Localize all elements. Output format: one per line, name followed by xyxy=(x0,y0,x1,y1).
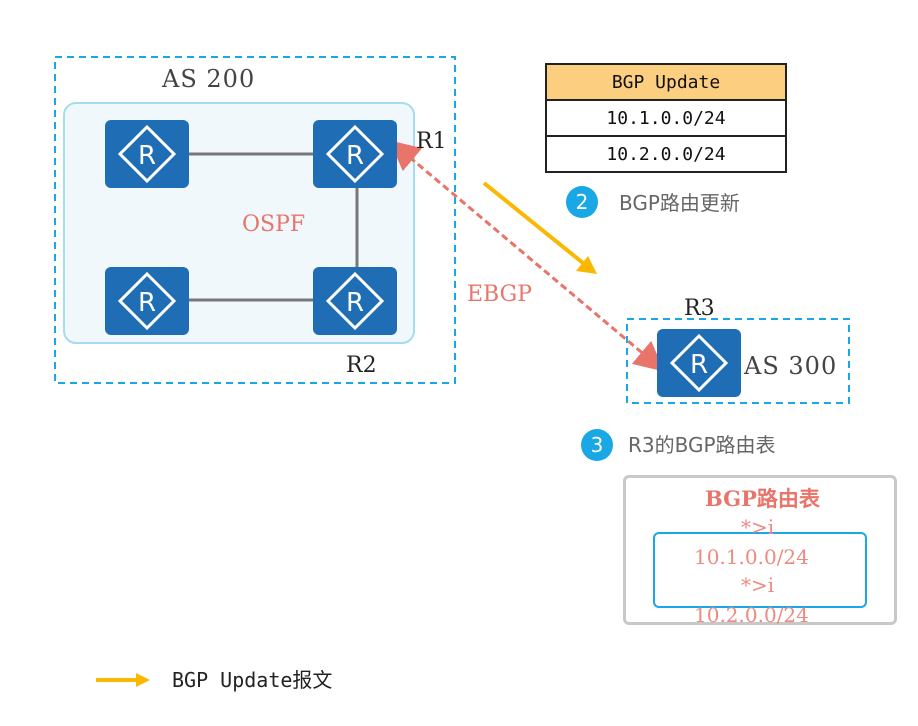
legend-label: BGP Update报文 xyxy=(172,668,333,692)
svg-text:R: R xyxy=(346,288,364,318)
update-table-row: 10.2.0.0/24 xyxy=(545,135,787,173)
svg-text:R: R xyxy=(346,141,364,171)
route-flag: *>i xyxy=(741,573,775,597)
router-icon: R xyxy=(325,124,385,184)
as200-area xyxy=(54,56,456,384)
svg-text:R: R xyxy=(690,350,708,380)
r3-label: R3 xyxy=(684,296,715,321)
legend-arrowhead xyxy=(136,673,150,687)
router-r2: R xyxy=(313,267,397,335)
router-icon: R xyxy=(117,271,177,331)
step-2-badge: 2 xyxy=(566,186,598,218)
as200-label: AS 200 xyxy=(162,65,256,93)
router-r1: R xyxy=(313,120,397,188)
svg-text:R: R xyxy=(138,288,156,318)
router-top-left: R xyxy=(105,120,189,188)
r2-label: R2 xyxy=(346,353,377,378)
router-r3: R xyxy=(657,329,741,397)
update-table-header: BGP Update xyxy=(545,63,787,101)
router-icon: R xyxy=(669,333,729,393)
route-prefix: 10.2.0.0/24 xyxy=(694,603,809,627)
r3-bgp-routing-table xyxy=(623,475,897,625)
step-3-text: R3的BGP路由表 xyxy=(628,433,776,457)
r1-label: R1 xyxy=(416,129,447,154)
route-flag: *>i xyxy=(741,515,775,539)
bgp-update-table: BGP Update 10.1.0.0/24 10.2.0.0/24 xyxy=(545,63,787,173)
update-table-row: 10.1.0.0/24 xyxy=(545,99,787,137)
ebgp-link xyxy=(389,140,665,372)
route-prefix: 10.1.0.0/24 xyxy=(694,545,809,569)
router-bottom-left: R xyxy=(105,267,189,335)
router-icon: R xyxy=(117,124,177,184)
routing-table-title: BGP路由表 xyxy=(705,486,820,511)
ospf-label: OSPF xyxy=(242,212,306,237)
update-flow-arrowhead xyxy=(576,256,597,274)
ebgp-label: EBGP xyxy=(467,282,533,307)
update-flow-arrow xyxy=(482,181,585,265)
routing-table-highlight xyxy=(653,532,867,608)
step-3-badge: 3 xyxy=(581,429,613,461)
step-2-text: BGP路由更新 xyxy=(619,191,740,215)
svg-text:R: R xyxy=(138,141,156,171)
router-icon: R xyxy=(325,271,385,331)
as300-label: AS 300 xyxy=(744,352,838,380)
